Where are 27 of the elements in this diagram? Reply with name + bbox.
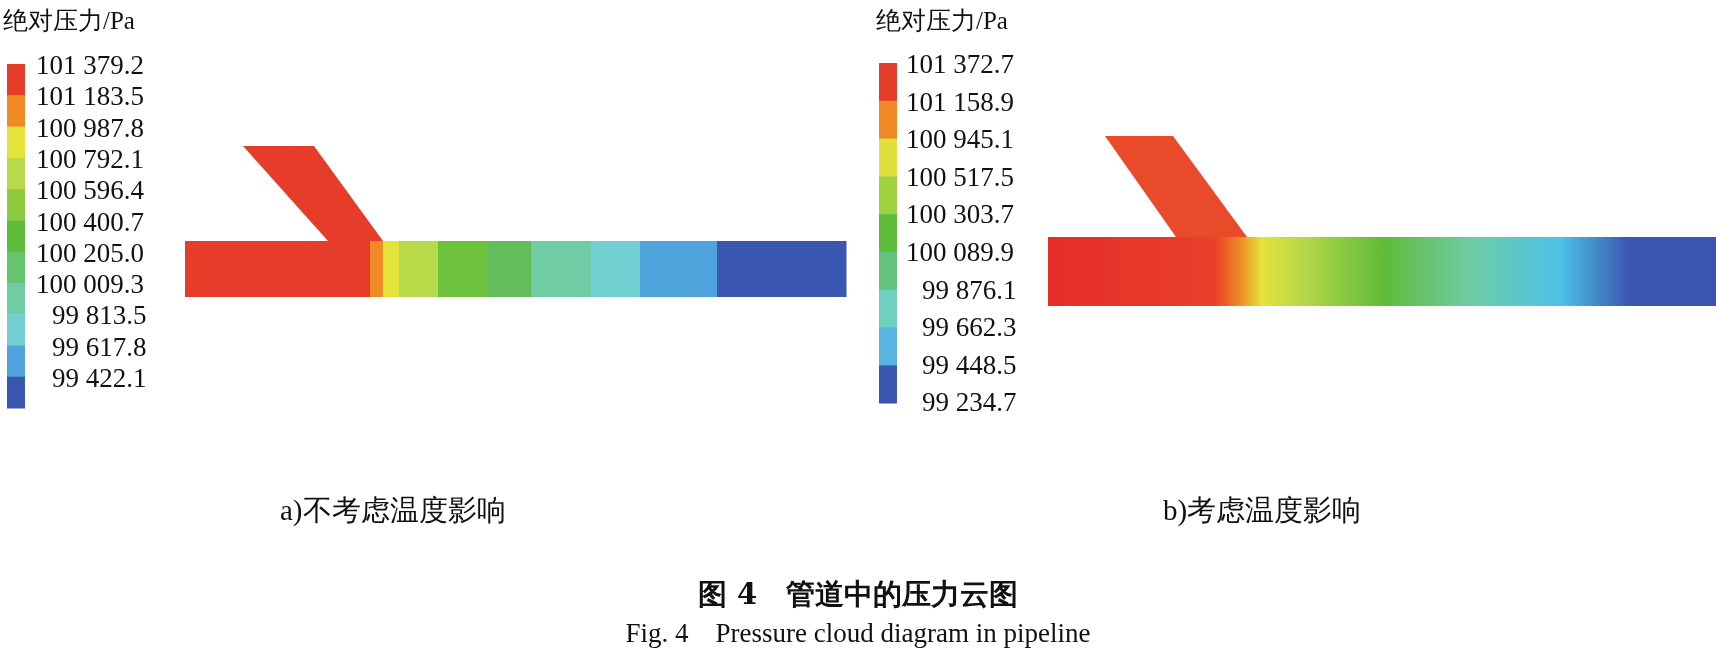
colorbar-tick-label: 99 662.3 bbox=[922, 314, 1017, 342]
figure-caption: 图 4 管道中的压力云图 bbox=[698, 580, 1019, 609]
colorbar-title: 绝对压力/Pa bbox=[3, 8, 135, 33]
colorbar-tick-label: 101 183.5 bbox=[36, 83, 144, 111]
colorbar-title: 绝对压力/Pa bbox=[876, 8, 1008, 33]
colorbar-tick-label: 100 596.4 bbox=[36, 177, 144, 205]
subfigure-caption: a)不考虑温度影响 bbox=[280, 496, 506, 525]
colorbar-tick-label: 100 517.5 bbox=[906, 163, 1014, 191]
colorbar-tick-label: 99 448.5 bbox=[922, 351, 1017, 379]
figure-caption: Fig. 4 Pressure cloud diagram in pipeline bbox=[625, 620, 1091, 647]
colorbar-tick-label: 99 234.7 bbox=[922, 389, 1017, 417]
colorbar-tick-label: 100 792.1 bbox=[36, 145, 144, 173]
colorbar-tick-label: 99 617.8 bbox=[52, 333, 147, 361]
colorbar-tick-label: 101 372.7 bbox=[906, 51, 1014, 78]
colorbar-tick-label: 100 987.8 bbox=[36, 114, 144, 142]
subfigure-caption: b)考虑温度影响 bbox=[1163, 496, 1362, 525]
colorbar-tick-label: 100 945.1 bbox=[906, 126, 1014, 154]
colorbar-tick-label: 101 379.2 bbox=[36, 52, 144, 79]
colorbar-tick-label: 100 089.9 bbox=[906, 239, 1014, 266]
colorbar-tick-label: 100 400.7 bbox=[36, 208, 144, 236]
colorbar-tick-label: 99 813.5 bbox=[52, 302, 147, 330]
colorbar-tick-label: 99 422.1 bbox=[52, 365, 147, 392]
colorbar-tick-label: 100 205.0 bbox=[36, 239, 144, 267]
colorbar-tick-label: 101 158.9 bbox=[906, 88, 1014, 116]
colorbar-tick-label: 100 303.7 bbox=[906, 201, 1014, 229]
colorbar-tick-label: 99 876.1 bbox=[922, 276, 1017, 304]
colorbar-tick-label: 100 009.3 bbox=[36, 271, 144, 299]
